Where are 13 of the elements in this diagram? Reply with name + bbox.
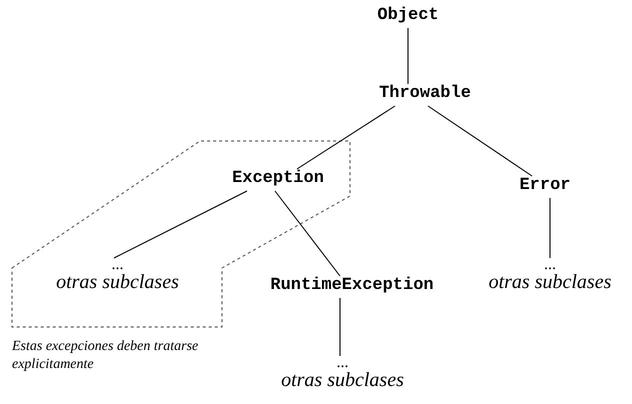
subclass-label: ... otras subclases [475,258,625,294]
class-name: Exception [208,169,348,191]
class-name: Object [368,6,448,28]
subclass-label: ... otras subclases [45,258,190,294]
class-name: Error [505,176,585,198]
connector-line [274,190,340,276]
connector-line [428,106,532,176]
note-text: Estas excepciones deben tratarse explicitamente [12,338,200,374]
subclass-label: ... otras subclases [270,356,415,392]
connector-line [114,190,248,258]
class-name: Throwable [360,84,490,106]
connector-line [296,106,396,170]
class-name: RuntimeException [232,276,472,298]
